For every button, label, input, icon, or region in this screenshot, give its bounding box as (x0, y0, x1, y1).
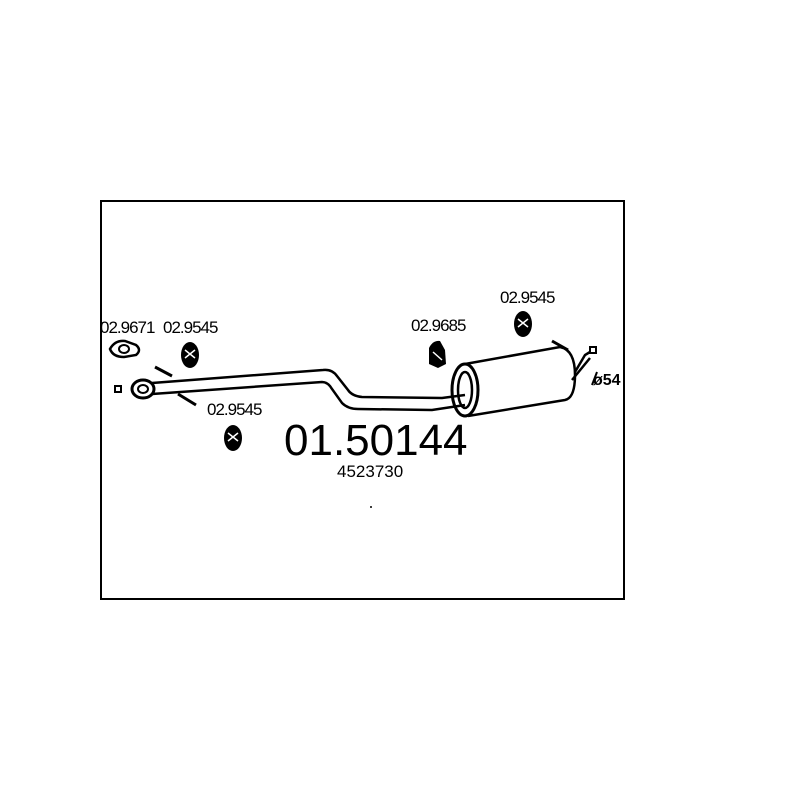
rubber-mount-icon (224, 425, 242, 451)
diagram-frame (100, 200, 625, 600)
component-label: 02.9545 (163, 318, 218, 337)
rear-muffler (450, 339, 598, 418)
middle-pipe (151, 365, 466, 412)
component-label: 02.9545 (500, 288, 555, 307)
component-label: 02.9545 (207, 400, 262, 419)
rubber-mount-icon (514, 311, 532, 337)
front-connector-icon (114, 385, 122, 393)
component-label: 02.9685 (411, 316, 466, 335)
gasket-icon (108, 339, 141, 359)
part-number: 01.50144 (284, 416, 468, 465)
front-flange-icon (130, 378, 156, 400)
oem-number: 4523730 (337, 462, 403, 481)
dot (370, 506, 372, 508)
component-label: 02.9671 (100, 318, 155, 337)
rubber-mount-icon (429, 340, 446, 368)
rubber-mount-icon (181, 342, 199, 368)
diameter-label: ø54 (593, 372, 621, 389)
